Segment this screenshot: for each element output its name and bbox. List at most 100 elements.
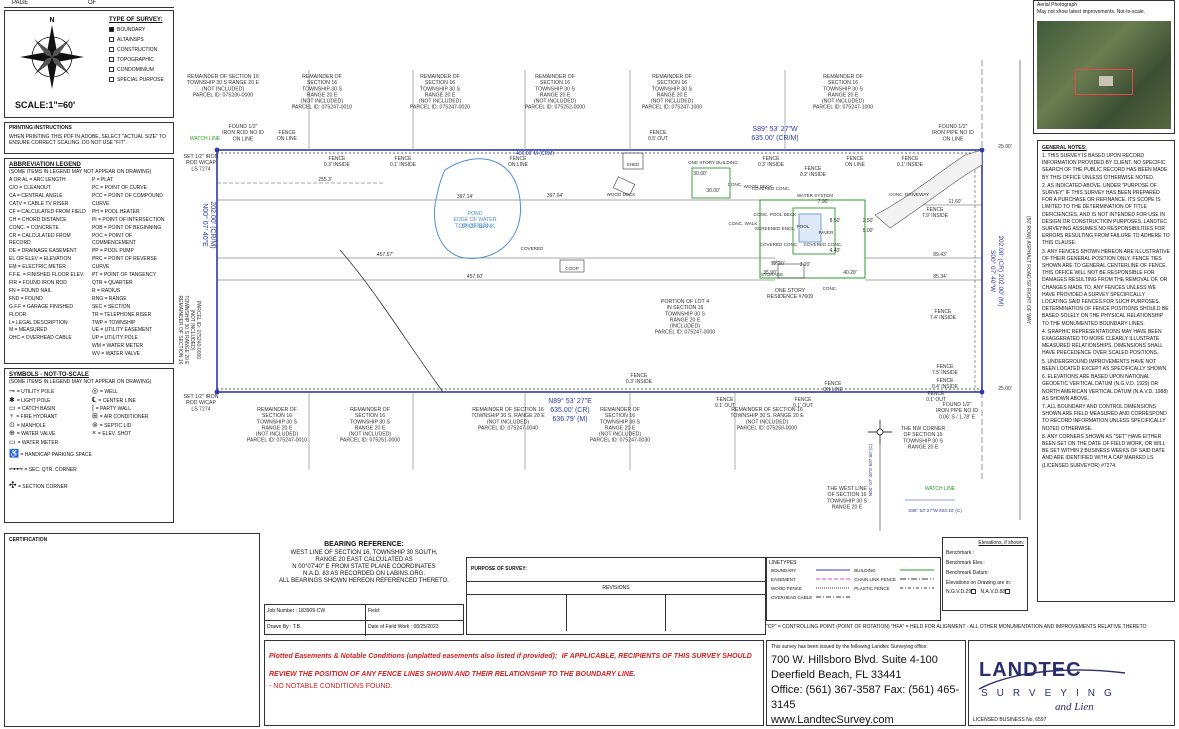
abbrev-item: PH = POOL HEATER	[91, 208, 140, 215]
bearing-line: N 00°07'40" E FROM STATE PLANE COORDINAT…	[292, 563, 436, 570]
feature-label: WOOD DECK	[744, 184, 774, 189]
fence-label: FENCE	[329, 156, 347, 162]
feature-label: STORAGE	[761, 272, 783, 277]
pool-enclosure	[792, 207, 836, 255]
office-web[interactable]: www.LandtecSurvey.com	[771, 714, 894, 726]
symbols-title: SYMBOLS - NOT-TO-SCALE	[9, 372, 89, 378]
road-label: (50' ROW) ASPHALT ROAD 50' RIGHT OF WAY	[1025, 216, 1031, 325]
checkbox-icon[interactable]	[109, 37, 114, 43]
north-parcel-label: REMAINDER OF	[302, 74, 342, 80]
survey-type-option[interactable]: BOUNDARY	[109, 27, 173, 33]
south-parcel-label: TOWNSHIP 30 S	[257, 419, 297, 425]
south-parcel-label: (NOT INCLUDED)	[349, 432, 392, 438]
symbol-item: ⊙ = MANHOLE	[9, 422, 88, 430]
checkbox-icon[interactable]	[109, 27, 114, 33]
abbrev-item: PP = POOL PUMP	[91, 248, 134, 255]
center-line-icon: ℄	[91, 396, 99, 404]
ngvd-checkbox[interactable]	[971, 589, 977, 595]
abbrev-item: G.F.F = GARAGE FINISHED FLOOR	[9, 303, 74, 318]
fence-label: ON LINE	[845, 162, 866, 168]
top-of-bank-line	[339, 249, 444, 393]
fence-label: FENCE	[510, 156, 528, 162]
linetype-label: BOUNDARY	[771, 568, 797, 573]
linetype-sample	[814, 575, 852, 584]
survey-type-option[interactable]: TOPOGRAPHIC	[109, 57, 173, 63]
survey-type-label: CONSTRUCTION	[117, 47, 158, 54]
logo-and-lien: and Lien	[1055, 701, 1094, 713]
dimension-label: 89.43'	[933, 252, 947, 258]
survey-type-option[interactable]: SPECIAL PURPOSE	[109, 77, 173, 83]
benchmark-datum: Benchmark Datum:	[946, 570, 989, 576]
south-parcel-label: RANGE 20 E	[355, 425, 386, 431]
general-note: 4. GRAPHIC REPRESENTATIONS MAY HAVE BEEN…	[1042, 328, 1163, 357]
south-parcel-label: (NOT INCLUDED)	[487, 419, 530, 425]
party-wall-icon: |	[91, 405, 96, 413]
survey-type-option[interactable]: CONSTRUCTION	[109, 47, 173, 53]
linetype-sample	[898, 575, 936, 584]
south-parcel-label: REMAINDER OF	[257, 407, 297, 413]
north-parcel-label: SECTION 16	[540, 80, 570, 86]
abbrev-item: DE = DRAINAGE EASEMENT	[9, 248, 77, 255]
dimension-label: 25.00'	[998, 144, 1012, 150]
symbols-legend: SYMBOLS - NOT-TO-SCALE (SOME ITEMS IN LE…	[4, 368, 174, 523]
symbol-label: = CATCH BASIN	[17, 406, 56, 413]
navd-checkbox[interactable]	[1005, 589, 1011, 595]
sw-corner-label: LS 7274	[191, 406, 210, 412]
linetype-label: CHAIN LINK FENCE	[854, 577, 897, 582]
fence-label: FENCE	[847, 156, 865, 162]
ne-corner-label: FOUND 1/2"	[939, 124, 968, 130]
checkbox-icon[interactable]	[109, 77, 114, 83]
abbrev-item: A OR AL = ARC LENGTH	[9, 177, 66, 184]
symbol-item: ▭ = WATER METER	[9, 439, 88, 447]
north-parcel-label: RANGE 20 E	[307, 92, 338, 98]
residence-label: RESIDENCE #7609	[767, 294, 813, 300]
navd-label: N.A.V.D.88	[980, 589, 1006, 595]
feature-label: A/C	[772, 260, 780, 265]
pond-label: 08/25/2023	[462, 223, 488, 229]
north-parcel-label: PARCEL ID: 075247-1000	[642, 105, 702, 111]
logo-sub: SURVEYING	[981, 688, 1121, 699]
south-parcel-label: TOWNSHIP 30 S, RANGE 20 E	[730, 413, 804, 419]
symbol-label: = FIRE HYDRANT	[16, 414, 58, 421]
printing-title: PRINTING INSTRUCTIONS	[9, 125, 72, 131]
symbol-item: ▭ = CATCH BASIN	[9, 405, 88, 413]
lot-label: PORTION OF LOT 4	[661, 299, 709, 305]
linetype-label	[852, 593, 898, 602]
checkbox-icon[interactable]	[109, 67, 114, 73]
fence-label: 0.1' INSIDE	[390, 162, 417, 168]
abbrev-item: POB = POINT OF BEGINNING	[91, 224, 162, 231]
office-issued: This survey has been issued by the follo…	[771, 644, 928, 650]
south-parcel-label: TOWNSHIP 30 S	[350, 419, 390, 425]
bottom-distance-cr: 635.00' (CR)	[550, 407, 589, 414]
section-corner-label: TOWNSHIP 30 S	[903, 438, 943, 444]
symbol-label: = WATER METER	[17, 439, 59, 446]
abbrev-item: SEC = SECTION	[91, 303, 131, 310]
checkbox-icon[interactable]	[109, 57, 114, 63]
south-parcel-label: PARCEL ID: 075247-0010	[247, 438, 307, 444]
fence-label: ON LINE	[277, 136, 298, 142]
survey-type-option[interactable]: ALTA/NSPS	[109, 37, 173, 43]
wood-deck-outline	[612, 176, 636, 196]
north-parcel-label: (NOT INCLUDED)	[419, 99, 462, 105]
abbrev-item: PC = POINT OF CURVE	[91, 185, 147, 192]
dimension-label: 457.57'	[377, 252, 393, 258]
symbol-item: ⊕ = WATER VALVE	[9, 430, 88, 438]
abbreviation-legend: ABBREVIATION LEGEND (SOME ITEMS IN LEGEN…	[4, 158, 174, 364]
fence-label: 0.3' INSIDE	[626, 379, 653, 385]
office-phone: Office: (561) 367-3587 Fax: (561) 465-31…	[771, 684, 960, 711]
fence-label: 0.1' OUT	[793, 403, 813, 409]
symbol-item: | = PARTY WALL	[92, 405, 169, 413]
aerial-parcel-outline	[1075, 69, 1133, 95]
fence-label: 0.1' OUT	[715, 403, 735, 409]
fence-label: ON LINE	[508, 162, 529, 168]
fence-label: FENCE	[279, 130, 297, 136]
north-parcel-label: TOWNSHIP 30 S	[420, 86, 460, 92]
checkbox-icon[interactable]	[109, 47, 114, 53]
bottom-bearing: N89° 53' 27"E	[548, 397, 592, 405]
survey-type-option[interactable]: CONDOMINIUM	[109, 67, 173, 73]
south-parcel-label: PARCEL ID: 075247-0030	[590, 438, 650, 444]
light-pole-icon: ✱	[9, 396, 17, 404]
aerial-photo	[1037, 21, 1171, 129]
page-label: PAGE	[12, 0, 29, 6]
elevations-panel: Elevations, if shown: Benchmark : Benchm…	[942, 537, 1028, 611]
